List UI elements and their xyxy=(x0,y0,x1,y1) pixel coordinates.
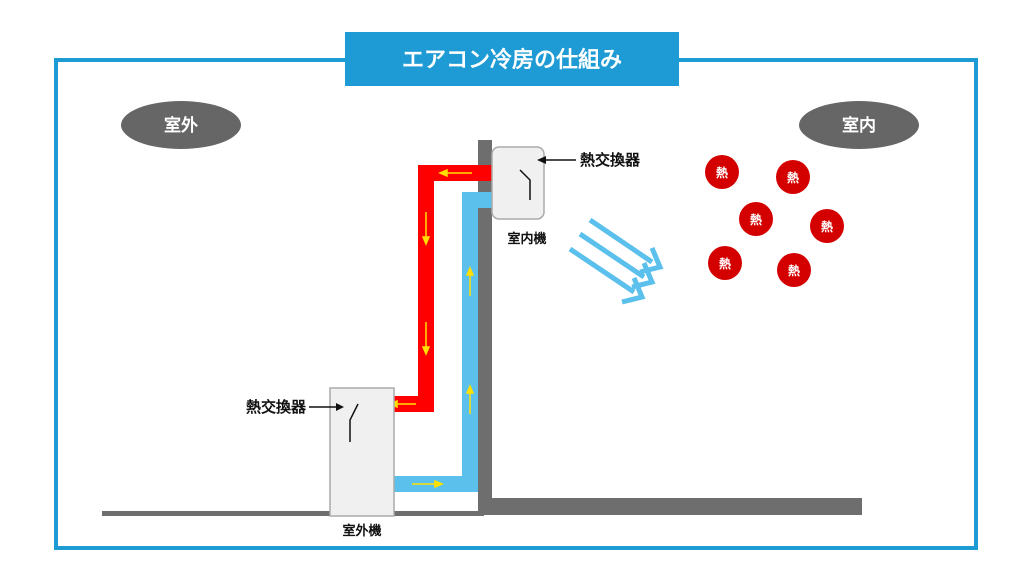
indoor-heat-exchanger-callout: 熱交換器 xyxy=(537,151,641,169)
outdoor-heat-exchanger-fins xyxy=(349,403,359,442)
cool-air-arrows xyxy=(568,217,664,305)
cool-air-arrow-3 xyxy=(568,246,646,305)
outdoor-heat-exchanger-callout: 熱交換器 xyxy=(246,398,344,416)
title-background xyxy=(345,32,679,86)
svg-text:熱: 熱 xyxy=(821,219,833,234)
outdoor-callout-arrowhead xyxy=(336,403,344,411)
outdoor-oval: 室外 xyxy=(121,101,241,149)
svg-text:熱: 熱 xyxy=(719,256,731,271)
flow-arrow-up-1 xyxy=(465,384,475,414)
hot-pipe-vertical xyxy=(418,165,434,412)
svg-text:熱: 熱 xyxy=(787,170,799,185)
svg-text:熱: 熱 xyxy=(788,263,800,278)
flow-arrow-right-bottom xyxy=(412,479,444,489)
indoor-unit-name: 室内機 xyxy=(507,231,546,247)
indoor-oval: 室内 xyxy=(799,101,919,149)
outdoor-label: 室外 xyxy=(164,115,198,136)
flow-arrow-down-2 xyxy=(421,322,431,356)
svg-text:熱: 熱 xyxy=(716,165,728,180)
indoor-heat-exchanger-fins xyxy=(519,169,531,200)
title-text: エアコン冷房の仕組み xyxy=(402,47,622,73)
heat-dots: 熱 熱 熱 熱 熱 熱 xyxy=(705,155,844,287)
outdoor-heat-exchanger-label: 熱交換器 xyxy=(246,398,307,416)
cold-pipe xyxy=(378,192,492,492)
heat-dot: 熱 xyxy=(705,155,739,189)
heat-dot: 熱 xyxy=(777,253,811,287)
svg-text:熱: 熱 xyxy=(750,212,762,227)
heat-dot: 熱 xyxy=(810,209,844,243)
indoor-unit: 室内機 xyxy=(491,146,547,247)
cold-pipe-vertical xyxy=(462,192,478,492)
indoor-callout-arrowhead xyxy=(537,156,546,164)
flow-arrow-up-2 xyxy=(465,266,475,296)
wall xyxy=(478,140,492,515)
heat-dot: 熱 xyxy=(776,160,810,194)
outdoor-unit-name: 室外機 xyxy=(342,523,381,539)
outdoor-unit-body xyxy=(329,387,395,517)
flow-arrow-down-1 xyxy=(421,212,431,246)
heat-dot: 熱 xyxy=(708,246,742,280)
outdoor-unit: 室外機 xyxy=(329,387,395,539)
heat-dot: 熱 xyxy=(739,202,773,236)
ground-line xyxy=(102,511,484,516)
indoor-unit-body xyxy=(491,146,545,220)
indoor-oval-shape xyxy=(799,101,919,149)
indoor-heat-exchanger-label: 熱交換器 xyxy=(580,151,641,169)
floor xyxy=(478,498,862,515)
outdoor-oval-shape xyxy=(121,101,241,149)
title-box: エアコン冷房の仕組み xyxy=(345,32,679,86)
flow-arrow-left-top xyxy=(438,168,472,178)
indoor-label: 室内 xyxy=(842,115,876,136)
